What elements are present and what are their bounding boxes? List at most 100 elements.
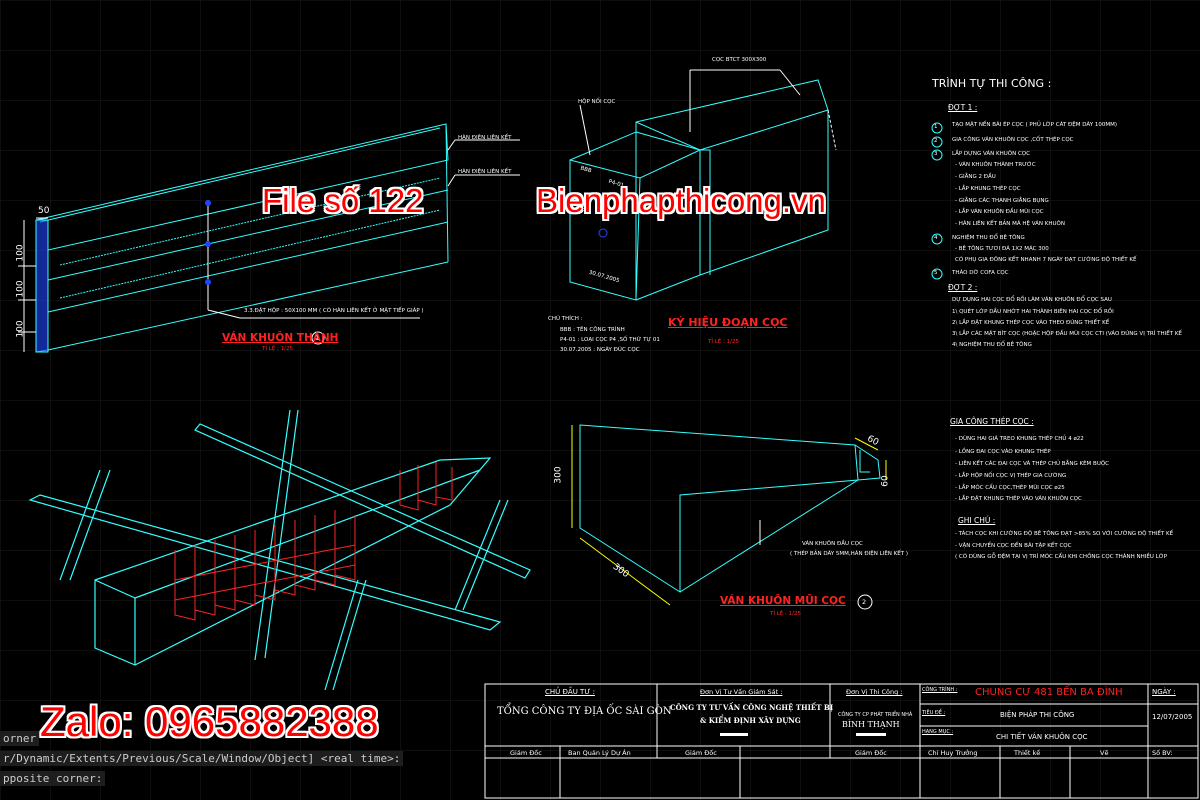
title-block-frame: [484, 683, 1199, 799]
label-han-1: HÀN ĐIỆN LIÊN KẾT: [458, 135, 512, 141]
ghi-chu-2: ( CÓ DÙNG GỖ ĐỆM TẠI VỊ TRÍ MÓC CẨU KHI …: [955, 554, 1168, 560]
tb-sign-3: Giám Đốc: [855, 749, 887, 757]
title-van-khuon-thanh: VÁN KHUÔN THÀNH: [222, 332, 339, 344]
sub3-1: - GIẰNG 2 ĐẦU: [955, 174, 996, 180]
chu-thich-1: BBB : TÊN CÔNG TRÌNH: [560, 327, 625, 333]
steel-5: - LẮP ĐẶT KHUNG THÉP VÀO VÁN KHUÔN CỌC: [955, 496, 1082, 502]
tb-thi-cong-label: Đơn Vị Thi Công :: [846, 688, 903, 696]
marker-dot: [205, 200, 211, 206]
notes-dot1: ĐỢT 1 :: [948, 103, 978, 112]
sub4-1: CÓ PHỤ GIA ĐÔNG KẾT NHANH 7 NGÀY ĐẠT CƯỜ…: [955, 257, 1137, 263]
tb-ngay-label: NGÀY :: [1152, 688, 1176, 696]
step2-text: GIA CÔNG VÁN KHUÔN CỌC ,CỐT THÉP CỌC: [952, 137, 1074, 143]
sub3-5: - HÀN LIÊN KẾT BẢN MÃ HỆ VÁN KHUÔN: [955, 221, 1065, 227]
scale-view2: TỈ LỆ : 1/25: [708, 339, 739, 345]
dim-50: 50: [38, 206, 50, 216]
step4-num: 4: [934, 235, 938, 241]
sub3-3: - GIẰNG CÁC THANH GIẰNG BỤNG: [955, 198, 1049, 204]
chu-thich-3: 30.07.2005 : NGÀY ĐÚC CỌC: [560, 347, 640, 353]
view-isometric-cage: [28, 409, 531, 691]
ghi-chu-heading: GHI CHÚ :: [958, 516, 996, 525]
label-han-2: HÀN ĐIỆN LIÊN KẾT: [458, 169, 512, 175]
tb-tieu-de: BIỆN PHÁP THI CÔNG: [1000, 711, 1075, 719]
title-van-khuon-mui-coc: VÁN KHUÔN MŨI CỌC: [720, 595, 846, 607]
title-block-sign-bars: [720, 733, 886, 736]
steel-4: - LẮP MÓC CẨU CỌC,THÉP MŨI CỌC ø25: [955, 485, 1065, 491]
scale-view1: TỈ LỆ : 1/25: [262, 346, 293, 352]
dim-300-left: 300: [553, 466, 564, 484]
tb-sign-1: Ban Quản Lý Dự Án: [568, 749, 631, 757]
steel-0: - DÙNG HAI GIÁ TREO KHUNG THÉP CHỦ 4 ø22: [955, 436, 1084, 442]
tb-hang-muc-label: HẠNG MỤC :: [922, 729, 954, 735]
tb-cong-trinh: CHUNG CƯ 481 BẾN BA ĐÌNH: [975, 687, 1123, 698]
notes-heading: TRÌNH TỰ THI CÔNG :: [932, 77, 1052, 90]
ghi-chu-1: - VẬN CHUYỂN CỌC ĐẾN BÃI TẬP KẾT CỌC: [955, 543, 1072, 549]
tb-sign-4: Chỉ Huy Trưởng: [928, 749, 978, 757]
chu-thich-heading: CHÚ THÍCH :: [548, 316, 583, 322]
dot2-1: 1\ QUÉT LỚP DẦU NHỚT HAI THÀNH BIÊN HAI …: [952, 309, 1114, 315]
overlay-site-label: Bienphapthicong.vn: [536, 182, 826, 219]
view2-hole: [598, 228, 608, 238]
step4-text: NGHIỆM THU ĐỔ BÊ TÔNG: [952, 235, 1025, 241]
overlay-zalo-label: Zalo: 0965882388: [40, 698, 379, 745]
tb-sign-5: Thiết kế: [1014, 749, 1041, 757]
note-van-khuon-dau-coc: VÁN KHUÔN ĐẦU CỌC: [802, 541, 863, 547]
sub3-4: - LẮP VÁN KHUÔN ĐẦU MŨI CỌC: [955, 209, 1044, 215]
tb-giam-sat-2: & KIỂM ĐỊNH XÂY DỰNG: [700, 716, 801, 725]
view4-number-circle: [857, 594, 873, 610]
step5-text: THÁO DỠ COFA CỌC: [952, 270, 1009, 276]
steel-heading: GIA CÔNG THÉP CỌC :: [950, 417, 1034, 426]
command-history-2: r/Dynamic/Extents/Previous/Scale/Window/…: [0, 751, 404, 766]
steel-2: - LIÊN KẾT CÁC ĐAI CỌC VÀ THÉP CHỦ BẰNG …: [955, 461, 1110, 467]
tb-chu-dau-tu: TỔNG CÔNG TY ĐỊA ỐC SÀI GÒN: [497, 706, 672, 717]
view1-number-circle: [311, 331, 325, 345]
steel-3: - LẮP HỘP NỐI CỌC VỊ THÉP GIA CƯỜNG: [955, 473, 1067, 479]
sub3-2: - LẮP KHUNG THÉP CỌC: [955, 186, 1021, 192]
dot2-2: 2\ LẮP ĐẶT KHUNG THÉP CỌC VÀO THEO ĐÚNG …: [952, 320, 1110, 326]
note-thep-ban: ( THÉP BẢN DÀY 5MM,HÀN ĐIỆN LIÊN KẾT ): [790, 551, 908, 557]
dot2-4: 4\ NGHIỆM THU ĐỔ BÊ TÔNG: [952, 342, 1032, 348]
step5-num: 5: [934, 270, 938, 276]
view-van-khuon-thanh: [18, 123, 520, 353]
sub4-0: - BÊ TÔNG TƯƠI ĐÁ 1X2 MÁC 300: [955, 246, 1049, 252]
step1-text: TẠO MẶT NỀN BÃI ÉP CỌC ( PHỦ LỚP CÁT ĐỆM…: [952, 122, 1117, 128]
tb-cong-trinh-label: CÔNG TRÌNH :: [922, 687, 958, 693]
tb-sign-2: Giám Đốc: [685, 749, 717, 757]
tb-chu-dau-tu-label: CHỦ ĐẦU TƯ :: [545, 688, 595, 696]
steel-1: - LỒNG ĐAI CỌC VÀO KHUNG THÉP: [955, 449, 1051, 455]
dim-60-side: 60: [880, 475, 891, 487]
tb-tieu-de-label: TIÊU ĐỀ :: [922, 710, 946, 716]
tb-thi-cong: BÌNH THẠNH: [842, 720, 900, 729]
command-prompt[interactable]: pposite corner:: [0, 771, 106, 786]
command-history-1: orner: [0, 731, 40, 746]
command-line-area[interactable]: orner r/Dynamic/Extents/Previous/Scale/W…: [0, 731, 490, 800]
ghi-chu-0: - TÁCH CỌC KHI CƯỜNG ĐỘ BÊ TÔNG ĐẠT >85%…: [955, 531, 1174, 537]
num-view1: 1: [315, 334, 320, 342]
step3-text: LẮP DỰNG VÁN KHUÔN CỌC: [952, 151, 1030, 157]
notes-dot2: ĐỢT 2 :: [948, 283, 978, 292]
marker-dot: [205, 241, 211, 247]
dim-100-c: 100: [15, 320, 26, 338]
tb-giam-sat-label: Đơn Vị Tư Vấn Giám Sát :: [700, 688, 783, 696]
step3-num: 3: [934, 151, 938, 157]
dot2-3: 3\ LẮP CÁC MẶT BÍT CỌC (HOẶC HỘP ĐẦU MŨI…: [952, 331, 1182, 337]
chu-thich-2: P4-01 : LOẠI CỌC P4 ,SỐ THỨ TỰ 01: [560, 337, 660, 343]
dim-100-b: 100: [15, 280, 26, 298]
num-view4: 2: [862, 598, 867, 606]
notes-step-circles: [931, 122, 943, 280]
tb-sign-7: Số BV:: [1152, 749, 1173, 757]
tb-hang-muc: CHI TIẾT VÁN KHUÔN CỌC: [996, 733, 1088, 741]
dim-100-a: 100: [15, 244, 26, 262]
tb-thi-cong-small: CÔNG TY CP PHÁT TRIỂN NHÀ: [838, 712, 913, 718]
tb-ngay: 12/07/2005: [1152, 713, 1193, 721]
view-isometric-stirrups: [174, 462, 453, 621]
step1-num: 1: [934, 124, 938, 130]
marker-dot: [205, 279, 211, 285]
label-hop-noi-coc: HỘP NỐI CỌC: [578, 99, 616, 105]
label-coc-btct: CỌC BTCT 300X300: [712, 57, 767, 63]
title-ky-hieu-doan-coc: KÝ HIỆU ĐOẠN CỌC: [668, 316, 788, 329]
overlay-file-label: File số 122: [262, 182, 424, 219]
